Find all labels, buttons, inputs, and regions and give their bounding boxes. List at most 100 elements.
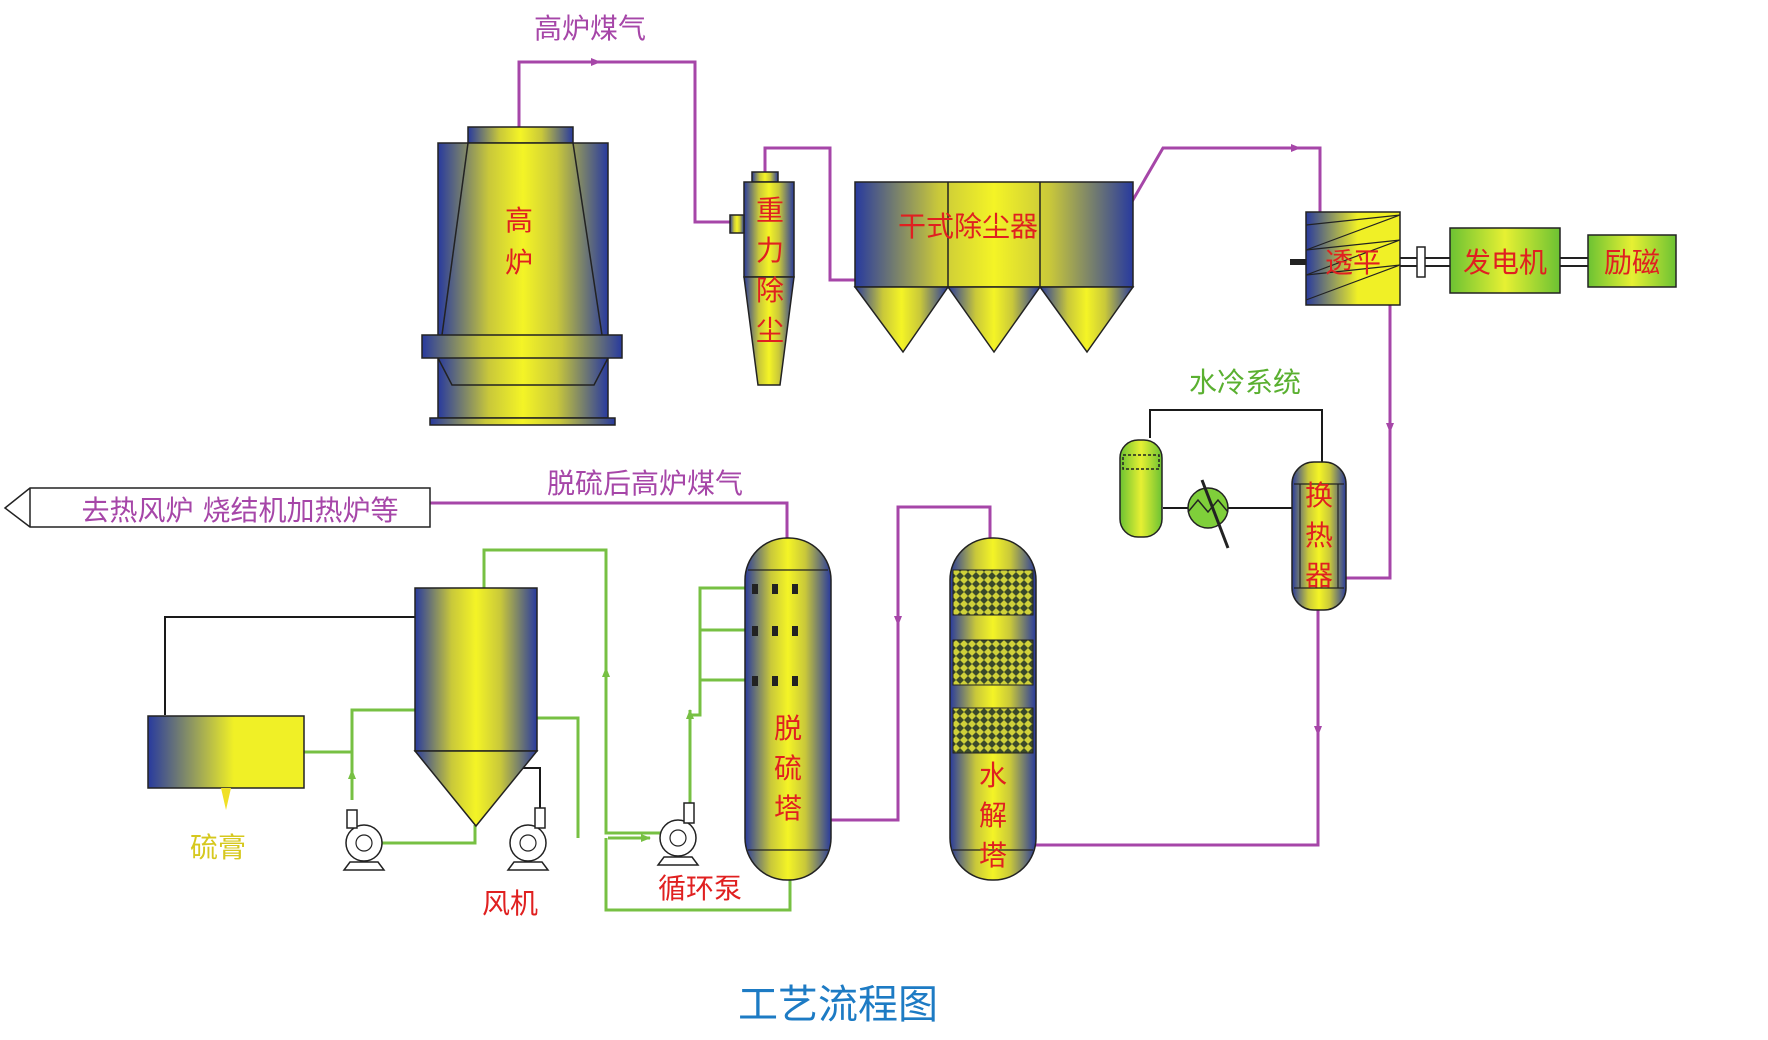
fan-icon-center (519, 834, 537, 852)
water-pipe-loop-bottom (604, 838, 792, 912)
spray-nozzle (752, 584, 758, 594)
label-blast-furnace-1: 高 (505, 204, 533, 237)
regeneration-tower (413, 587, 539, 828)
desulfurization-tower: 脱 硫 塔 (744, 537, 832, 881)
spray-nozzle (752, 626, 758, 636)
cooling-tank-coil (1122, 454, 1160, 470)
water-pipe-tower-top (482, 548, 676, 835)
label-gravity-4: 尘 (756, 314, 784, 347)
page-title: 工艺流程图 (738, 982, 938, 1028)
furnace-base (429, 417, 616, 426)
packing-bed-2 (952, 639, 1034, 686)
gas-pipe-desulfurized-out (430, 501, 789, 538)
gypsum-tank: 硫膏 (147, 715, 305, 864)
label-excitation: 励磁 (1604, 246, 1660, 279)
desulf-tower-body (744, 537, 832, 881)
label-blast-furnace-2: 炉 (505, 246, 533, 279)
label-gravity-1: 重 (756, 194, 784, 227)
pump-icon-inlet (346, 809, 358, 829)
black-line-cooling-loop (1149, 409, 1323, 462)
label-gypsum: 硫膏 (190, 831, 246, 864)
water-pipes (304, 548, 792, 912)
black-lines (164, 409, 1323, 808)
gravity-inlet (729, 214, 745, 234)
spray-nozzle (752, 676, 758, 686)
excitation-body (1587, 234, 1677, 288)
cooler-icon-zigzag (1187, 498, 1229, 514)
spray-nozzle (792, 676, 798, 686)
dry-body (854, 181, 1134, 288)
label-desulf-1: 脱 (774, 712, 802, 745)
heat-exchanger-body (1291, 461, 1347, 611)
gravity-dust-collector: 重 力 除 尘 (729, 171, 795, 386)
spray-nozzle (772, 676, 778, 686)
label-dry-dust-collector: 干式除尘器 (898, 210, 1038, 243)
dry-dust-collector: 干式除尘器 (853, 181, 1135, 354)
circulation-pump-base (656, 856, 700, 866)
gravity-top-cap (751, 171, 779, 183)
gas-pipe-dry-to-turbine (1128, 146, 1322, 212)
generator: 发电机 (1449, 227, 1588, 294)
fan-icon-outlet (534, 807, 546, 829)
cooling-tank (1119, 439, 1163, 538)
spray-nozzles (752, 584, 798, 686)
gas-pipe-hydrolysis-to-desulf (800, 505, 992, 822)
fan-icon-base (506, 861, 550, 871)
dry-hopper-2 (946, 286, 1042, 354)
hydrolysis-tower: 水 解 塔 (949, 537, 1037, 881)
gas-pipe-bf-to-gravity (517, 60, 730, 224)
regen-tower-cone (413, 750, 539, 828)
label-hydrolysis-3: 塔 (979, 839, 1007, 872)
coupling (1416, 246, 1426, 278)
heat-exchanger: 换 热 器 (1291, 461, 1347, 611)
pump-left (342, 809, 386, 871)
gypsum-outlet (221, 788, 231, 810)
label-gravity-2: 力 (756, 234, 784, 267)
water-pipe-fan-bottom (370, 825, 477, 845)
label-desulf-2: 硫 (774, 752, 802, 785)
gravity-body (743, 181, 795, 278)
label-generator: 发电机 (1463, 246, 1547, 279)
label-hydrolysis-1: 水 (979, 759, 1007, 792)
spray-nozzle (792, 584, 798, 594)
destination-arrow-shape (3, 487, 431, 528)
regen-tower-body (414, 587, 538, 752)
dry-hopper-3 (1038, 286, 1135, 354)
furnace-band (421, 334, 623, 359)
label-water-cooling: 水冷系统 (1189, 366, 1301, 399)
black-line-fan-stack (517, 767, 541, 808)
circulation-pump-outlet (683, 802, 695, 824)
label-hydrolysis-2: 解 (979, 799, 1007, 832)
label-circulation-pump: 循环泵 (658, 872, 742, 905)
furnace-hearth-lines (437, 357, 609, 386)
label-heat-exchanger-1: 换 (1305, 479, 1333, 512)
label-heat-exchanger-3: 器 (1305, 559, 1333, 592)
water-pipe-gypsum-link (304, 708, 415, 754)
label-desulf-3: 塔 (774, 792, 802, 825)
dry-hopper-1 (853, 286, 950, 354)
gravity-cone (743, 276, 795, 386)
label-destination: 去热风炉 烧结机加热炉等 (82, 494, 399, 527)
pump-icon-base (342, 861, 386, 871)
pump-fan: 风机 (482, 807, 550, 920)
pump-icon-center (355, 834, 373, 852)
furnace-inner-lines (441, 142, 469, 336)
blast-furnace: 高 炉 (421, 126, 623, 426)
turbine-body (1305, 211, 1401, 306)
gas-pipe-turbine-to-exchanger (1340, 305, 1392, 580)
gas-pipes (430, 58, 1394, 847)
water-pipe-tower-side (537, 716, 580, 838)
gypsum-tank-body (147, 715, 305, 789)
turbine-unit: 透平 (1290, 211, 1450, 306)
pump-circulation: 循环泵 (656, 802, 742, 905)
destination-arrow: 去热风炉 烧结机加热炉等 脱硫后高炉煤气 (3, 467, 743, 528)
spray-nozzle (772, 584, 778, 594)
spray-nozzle (792, 626, 798, 636)
label-turbine: 透平 (1325, 246, 1381, 279)
packing-bed-3 (952, 707, 1034, 754)
spray-nozzle (772, 626, 778, 636)
furnace-body (437, 142, 609, 419)
cooler-icon-arrow (1200, 479, 1230, 549)
furnace-inner-lines-2 (572, 142, 603, 336)
